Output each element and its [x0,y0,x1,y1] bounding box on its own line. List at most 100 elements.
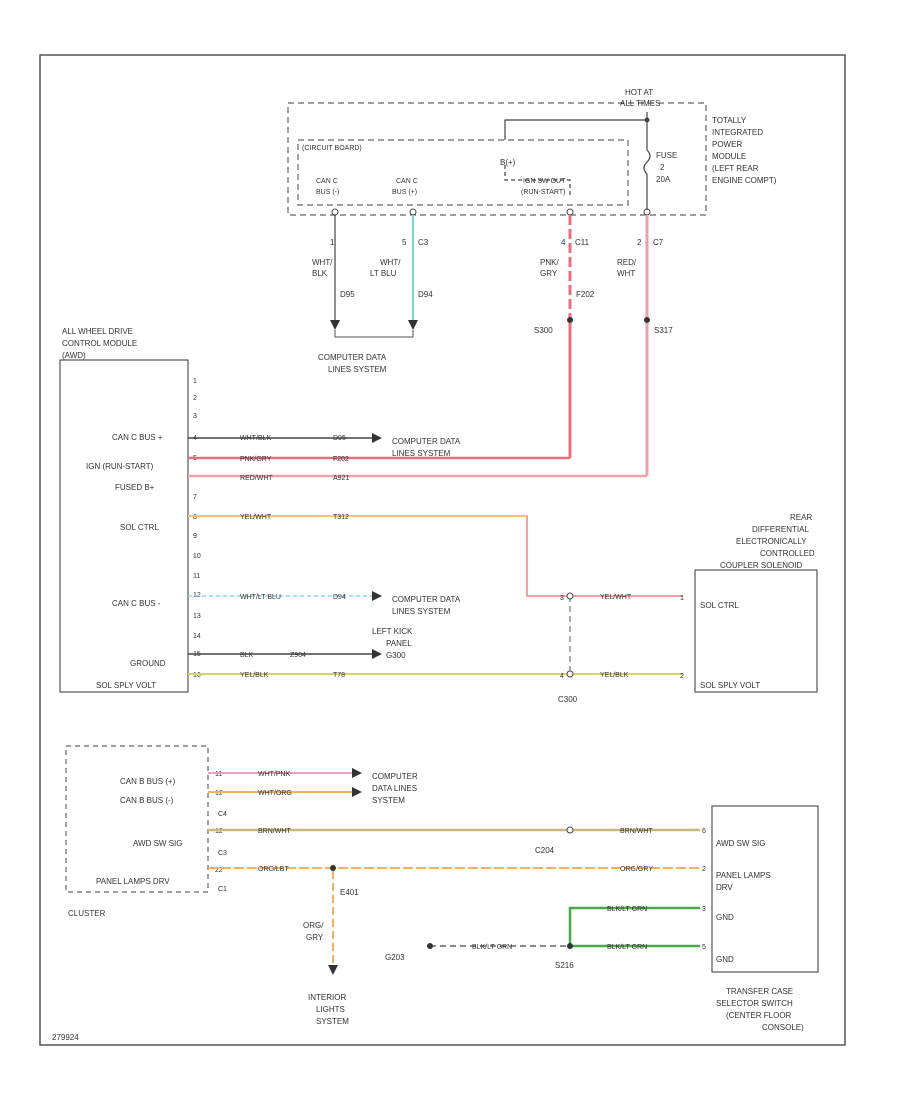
tipm-name-6: ENGINE COMPT) [712,176,777,185]
cw1: WHT/PNK [258,771,291,778]
cluster-panel-lamps: PANEL LAMPS DRV [96,877,170,886]
sol-sply: SOL SPLY VOLT [700,681,760,690]
can-c-plus-2: BUS (+) [392,189,417,196]
g-ret2: BLK/LT GRN [607,944,647,951]
cluster-can-b-minus: CAN B BUS (-) [120,796,174,805]
pin-c11: C11 [575,238,590,247]
wire-wht-blk-2: BLK [312,269,328,278]
awd-pin: 16 [193,672,201,679]
splice-s216 [567,943,573,949]
w5-circuit: D94 [333,594,346,601]
tc-name-2: SELECTOR SWITCH [716,999,793,1008]
awd-sol-ctrl: SOL CTRL [120,523,159,532]
tipm-name-3: POWER [712,140,742,149]
cluster-pin-12a: 12 [215,790,223,797]
pin-4: 4 [561,238,566,247]
tc-pin-6: 6 [702,828,706,835]
w7-circuit: T78 [333,672,345,679]
c300-pin-a: 3 [560,595,564,602]
fuse-icon [643,149,651,175]
wire-d95: D95 [340,290,355,299]
w6-color: BLK [240,652,254,659]
org-gry-2: GRY [306,933,324,942]
tc-gnd1: GND [716,913,734,922]
ground-wire: BLK/LT GRN [472,944,512,951]
tc-name-1: TRANSFER CASE [726,987,793,996]
cluster-awd-sw: AWD SW SIG [133,839,182,848]
splice-s317 [644,317,650,323]
sol-pin-b: 2 [680,673,684,680]
s317-label: S317 [654,326,673,335]
ground-ref-2: PANEL [386,639,412,648]
ground-g203 [427,943,433,949]
s300-label: S300 [534,326,553,335]
awd-pin: 9 [193,533,197,540]
cw4: ORG/LBT [258,866,289,873]
w3-color: RED/WHT [240,475,273,482]
computer-data-top-2: LINES SYSTEM [328,365,387,374]
awd-pin: 2 [193,395,197,402]
can-c-plus-1: CAN C [396,178,418,185]
awd-pin: 1 [193,378,197,385]
ground-ref-1: LEFT KICK [372,627,413,636]
pin-1: 1 [330,238,335,247]
awd-wires: WHT/BLK D95 COMPUTER DATA LINES SYSTEM P… [188,433,683,704]
cd-mid2-1: COMPUTER DATA [392,595,461,604]
cd-mid1-2: LINES SYSTEM [392,449,451,458]
org-gry-1: ORG/ [303,921,324,930]
e401-label: E401 [340,888,359,897]
wire-red-wht-2: WHT [617,269,635,278]
awd-can-c-minus: CAN C BUS - [112,599,161,608]
circuit-board-label: (CIRCUIT BOARD) [302,145,362,152]
cw3: BRN/WHT [258,828,291,835]
pin-c7: C7 [653,238,664,247]
cluster-pin-11: 11 [215,771,222,778]
c204-pin [566,826,574,834]
c300-pin-b: 4 [560,673,564,680]
tc-awd-sw: AWD SW SIG [716,839,765,848]
tipm-hot-1: HOT AT [625,88,653,97]
pin-2: 2 [637,238,642,247]
awd-can-c-plus: CAN C BUS + [112,433,163,442]
sol-pin-a: 1 [680,595,684,602]
cluster-pin-22: 22 [215,867,223,874]
w5-color: WHT/LT BLU [240,594,281,601]
w4-color: YEL/WHT [240,514,272,521]
pin-c3: C3 [418,238,429,247]
fuse-label-3: 20A [656,175,671,184]
s216-label: S216 [555,961,574,970]
c300-wire-b: YEL/BLK [600,672,629,679]
coupler-solenoid: REAR DIFFERENTIAL ELECTRONICALLY CONTROL… [680,513,818,693]
awd-fused-b: FUSED B+ [115,483,155,492]
int-lights-3: SYSTEM [316,1017,349,1026]
w1-circuit: D95 [333,435,346,442]
g203-label: G203 [385,953,405,962]
tc-pin-2: 2 [702,866,706,873]
diagram-frame [39,54,846,1046]
cd-mid1-1: COMPUTER DATA [392,437,461,446]
can-c-minus-1: CAN C [316,178,338,185]
awd-name-3: (AWD) [62,351,86,360]
tc-name-4: CONSOLE) [762,1023,804,1032]
tipm-hot-2: ALL TIMES [620,99,660,108]
computer-data-top-1: COMPUTER DATA [318,353,387,362]
c300-wire-a: YEL/WHT [600,594,632,601]
tc-pin-3: 3 [702,906,706,913]
awd-pin: 11 [193,573,200,580]
cluster-c4: C4 [218,811,227,818]
w4-circuit: T312 [333,514,349,521]
awd-pin: 10 [193,553,201,560]
sol-name-1: REAR [790,513,812,522]
awd-sol-sply: SOL SPLY VOLT [96,681,156,690]
cluster-block: CLUSTER CAN B BUS (+) CAN B BUS (-) AWD … [65,745,227,918]
wire-wht-blk-1: WHT/ [312,258,333,267]
c300-pin-3 [566,592,574,600]
awd-pin: 3 [193,413,197,420]
fuse-label-2: 2 [660,163,665,172]
awd-pin: 8 [193,514,197,521]
splice-e401 [330,865,336,871]
tipm-name-2: INTEGRATED [712,128,763,137]
sol-name-3: ELECTRONICALLY [736,537,807,546]
awd-pin: 13 [193,613,201,620]
cluster-c1: C1 [218,886,227,893]
